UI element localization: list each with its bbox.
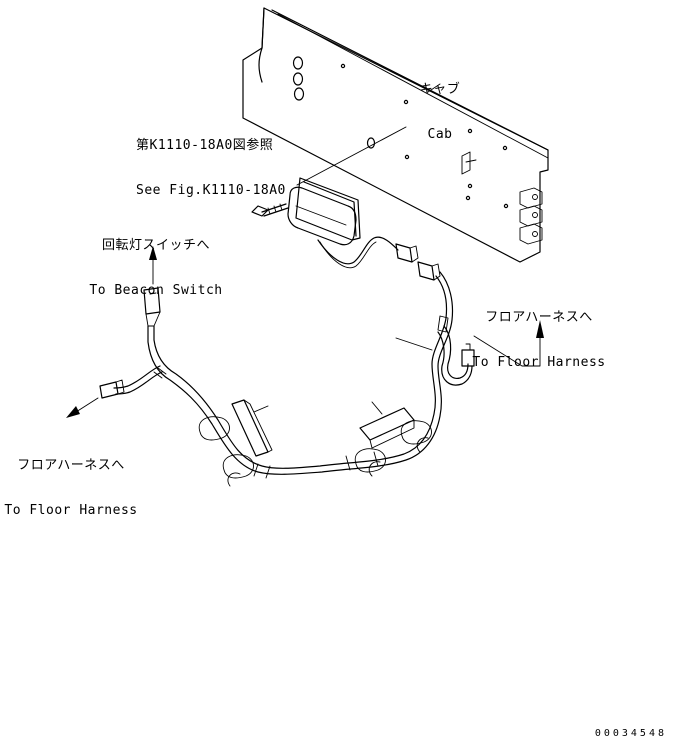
clamp-leader bbox=[371, 401, 383, 415]
see-fig-label-en: See Fig.K1110-18A0 bbox=[136, 183, 286, 198]
harness-leader bbox=[395, 337, 433, 351]
bolt-icon bbox=[251, 203, 289, 217]
beacon-light-unit bbox=[287, 177, 361, 246]
right-floor-arrow bbox=[473, 320, 544, 367]
cab-label: キャブ Cab bbox=[400, 52, 480, 157]
floor-harness-left-label-jp: フロアハーネスへ bbox=[17, 458, 125, 473]
clamp-leader bbox=[253, 405, 269, 413]
floor-harness-right-label: フロアハーネスへ To Floor Harness bbox=[464, 280, 614, 385]
see-fig-label: 第K1110-18A0図参照 See Fig.K1110-18A0 bbox=[136, 108, 286, 213]
cable-tie-loops bbox=[198, 416, 432, 487]
see-fig-leader bbox=[296, 126, 407, 186]
cab-label-en: Cab bbox=[427, 127, 453, 142]
floor-harness-left-label-en: To Floor Harness bbox=[4, 503, 138, 518]
lamp-wire bbox=[317, 236, 399, 265]
floor-harness-right-label-en: To Floor Harness bbox=[472, 355, 606, 370]
harness-clamp-right bbox=[359, 407, 415, 449]
right-branch bbox=[437, 315, 475, 386]
sheath-segment bbox=[253, 463, 271, 479]
harness-clamp-left bbox=[231, 399, 273, 457]
floor-harness-right-label-jp: フロアハーネスへ bbox=[485, 310, 593, 325]
see-fig-label-jp: 第K1110-18A0図参照 bbox=[136, 138, 274, 153]
beacon-switch-label-jp: 回転灯スイッチへ bbox=[101, 238, 210, 253]
left-floor-arrow bbox=[66, 397, 99, 418]
sheath-segment bbox=[345, 451, 379, 471]
left-branch bbox=[99, 365, 167, 399]
beacon-switch-label-en: To Beacon Switch bbox=[89, 283, 223, 298]
cab-label-jp: キャブ bbox=[419, 82, 461, 97]
cab-panel bbox=[242, 7, 549, 263]
floor-harness-left-label: フロアハーネスへ To Floor Harness bbox=[0, 428, 142, 533]
connector-beacon-switch bbox=[143, 287, 161, 327]
cab-label-leader bbox=[427, 83, 441, 93]
document-number: 00034548 bbox=[594, 728, 667, 739]
beacon-switch-label: 回転灯スイッチへ To Beacon Switch bbox=[76, 208, 236, 313]
connector-lamp bbox=[395, 243, 419, 263]
beacon-arrow bbox=[149, 246, 157, 285]
